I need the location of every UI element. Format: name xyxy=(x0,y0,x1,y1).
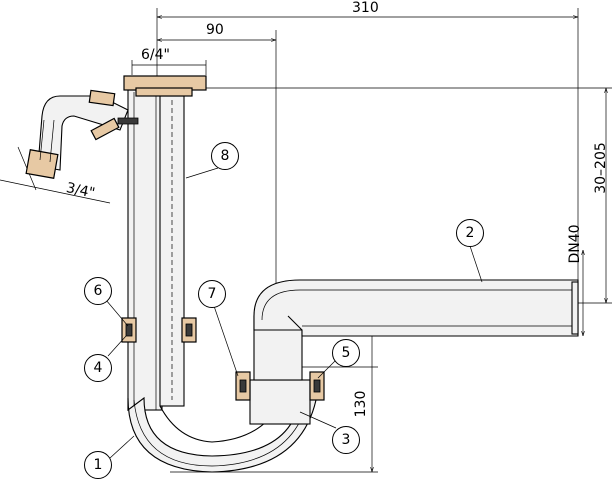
callout-3: 3 xyxy=(332,426,360,454)
callout-1-label: 1 xyxy=(93,457,103,473)
dim-top-thread: 6/4" xyxy=(141,47,170,63)
callout-4-label: 4 xyxy=(93,360,103,376)
callout-8: 8 xyxy=(211,142,239,170)
trap-body xyxy=(121,75,579,473)
dimension-lines xyxy=(0,8,612,473)
callout-2: 2 xyxy=(456,219,484,247)
dim-overall-length: 310 xyxy=(352,0,379,16)
callout-4: 4 xyxy=(84,354,112,382)
callout-6: 6 xyxy=(84,277,112,305)
callout-2-label: 2 xyxy=(465,225,475,241)
callout-7-label: 7 xyxy=(207,286,217,302)
callout-5: 5 xyxy=(332,339,360,367)
callout-3-label: 3 xyxy=(341,432,351,448)
dim-inlet-offset: 90 xyxy=(206,22,224,38)
dim-height-range: 30–205 xyxy=(593,142,609,194)
callout-1: 1 xyxy=(84,451,112,479)
callout-6-label: 6 xyxy=(93,283,103,299)
callout-leaders xyxy=(105,167,483,459)
side-inlet-connector xyxy=(25,89,139,179)
callout-5-label: 5 xyxy=(341,345,351,361)
callout-7: 7 xyxy=(198,280,226,308)
callout-8-label: 8 xyxy=(220,148,230,164)
dim-trap-height: 130 xyxy=(353,390,369,418)
dim-outlet-diameter: DN40 xyxy=(567,224,583,264)
